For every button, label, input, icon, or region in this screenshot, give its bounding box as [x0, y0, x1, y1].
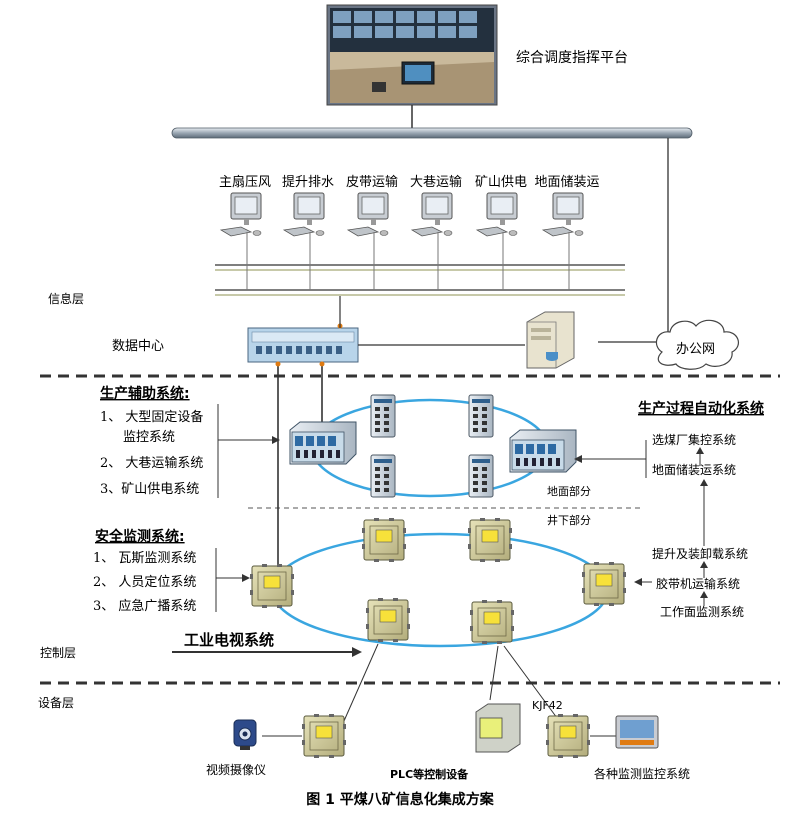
workstation-monitor-icon	[347, 192, 389, 237]
production-aux-item: 1、 大型固定设备	[100, 409, 203, 425]
kjf42-box	[546, 714, 590, 758]
underground-ring	[270, 532, 610, 648]
workstation-label: 矿山供电	[475, 175, 527, 190]
process-auto-title: 生产过程自动化系统	[638, 400, 764, 417]
junction-box	[362, 518, 406, 562]
device-links	[262, 643, 616, 737]
safety-monitor-item: 3、 应急广播系统	[93, 598, 196, 614]
monitor-panel-icon	[615, 715, 659, 749]
data-center-rack	[247, 323, 359, 363]
device-junction-box	[302, 714, 346, 758]
junction-box	[366, 598, 410, 642]
industrial-tv-label: 工业电视系统	[184, 631, 274, 649]
kjf42-label: KJF42	[532, 699, 563, 712]
surface-switch-tower	[468, 454, 494, 498]
junction-box-right	[582, 562, 626, 606]
trunk-connector	[275, 361, 281, 367]
aux-arrowhead	[272, 436, 280, 444]
workstation-monitor-icon	[220, 192, 262, 237]
bus-server-link	[598, 138, 669, 343]
workstation-label: 皮带运输	[346, 174, 398, 190]
office-net-cloud	[655, 319, 740, 370]
junction-box	[470, 600, 514, 644]
process-auto-arrows	[574, 440, 708, 606]
surface-switch-tower	[468, 394, 494, 438]
workstation-monitor-icon	[542, 192, 584, 237]
server-icon	[526, 311, 575, 369]
layer-info-label: 信息层	[48, 291, 84, 306]
figure-caption: 图 1 平煤八矿信息化集成方案	[306, 791, 494, 808]
surface-zone-label: 地面部分	[547, 484, 591, 498]
workstation-monitor-icon	[411, 192, 453, 237]
workstation-monitor-icon	[283, 192, 325, 237]
production-aux-title: 生产辅助系统:	[100, 385, 190, 402]
safety-monitor-item: 2、 人员定位系统	[93, 575, 196, 590]
device-label: 各种监测监控系统	[594, 766, 690, 781]
command-center-photo	[326, 4, 498, 106]
device-label: 视频摄像仪	[206, 762, 266, 777]
surface-switch-tower	[370, 394, 396, 438]
production-aux-item: 3、矿山供电系统	[100, 482, 199, 497]
video-camera-icon	[233, 719, 257, 750]
junction-box	[468, 518, 512, 562]
layer-device-label: 设备层	[38, 696, 74, 710]
surface-switch-tower	[370, 454, 396, 498]
workstation-icons	[220, 192, 584, 237]
backbone-bus	[171, 127, 693, 139]
data-center-label: 数据中心	[112, 339, 164, 354]
process-auto-item: 选煤厂集控系统	[652, 432, 736, 447]
safety-arrowhead	[242, 574, 250, 582]
device-label: PLC等控制设备	[390, 767, 469, 781]
workstation-labels: 主扇压风提升排水皮带运输大巷运输矿山供电地面储装运	[219, 174, 600, 190]
trunk-connector	[319, 361, 325, 367]
plc-device-icon	[475, 703, 521, 753]
platform-label: 综合调度指挥平台	[516, 50, 628, 66]
process-auto-item: 地面储装运系统	[652, 462, 736, 477]
workstation-rails	[215, 264, 625, 296]
office-net-label: 办公网	[676, 342, 715, 357]
junction-box-left	[250, 564, 294, 608]
safety-monitor-item: 1、 瓦斯监测系统	[93, 551, 196, 566]
surface-switch-left	[289, 421, 357, 465]
safety-monitor-title: 安全监测系统:	[95, 528, 185, 545]
layer-control-label: 控制层	[40, 646, 76, 660]
workstation-label: 大巷运输	[410, 174, 462, 190]
process-auto-item: 提升及装卸载系统	[652, 546, 748, 561]
workstation-label: 主扇压风	[219, 174, 271, 190]
process-auto-item: 工作面监测系统	[660, 605, 744, 619]
surface-switch-right	[509, 429, 577, 473]
process-auto-item: 胶带机运输系统	[656, 576, 740, 591]
production-aux-item: 2、 大巷运输系统	[100, 455, 203, 471]
workstation-monitor-icon	[476, 192, 518, 237]
workstation-label: 地面储装运	[534, 175, 599, 190]
production-aux-item: 监控系统	[123, 430, 175, 445]
workstation-label: 提升排水	[282, 174, 334, 190]
workstation-drops	[246, 232, 570, 290]
underground-zone-label: 井下部分	[547, 513, 591, 527]
industrial-tv-arrowhead	[352, 647, 362, 657]
